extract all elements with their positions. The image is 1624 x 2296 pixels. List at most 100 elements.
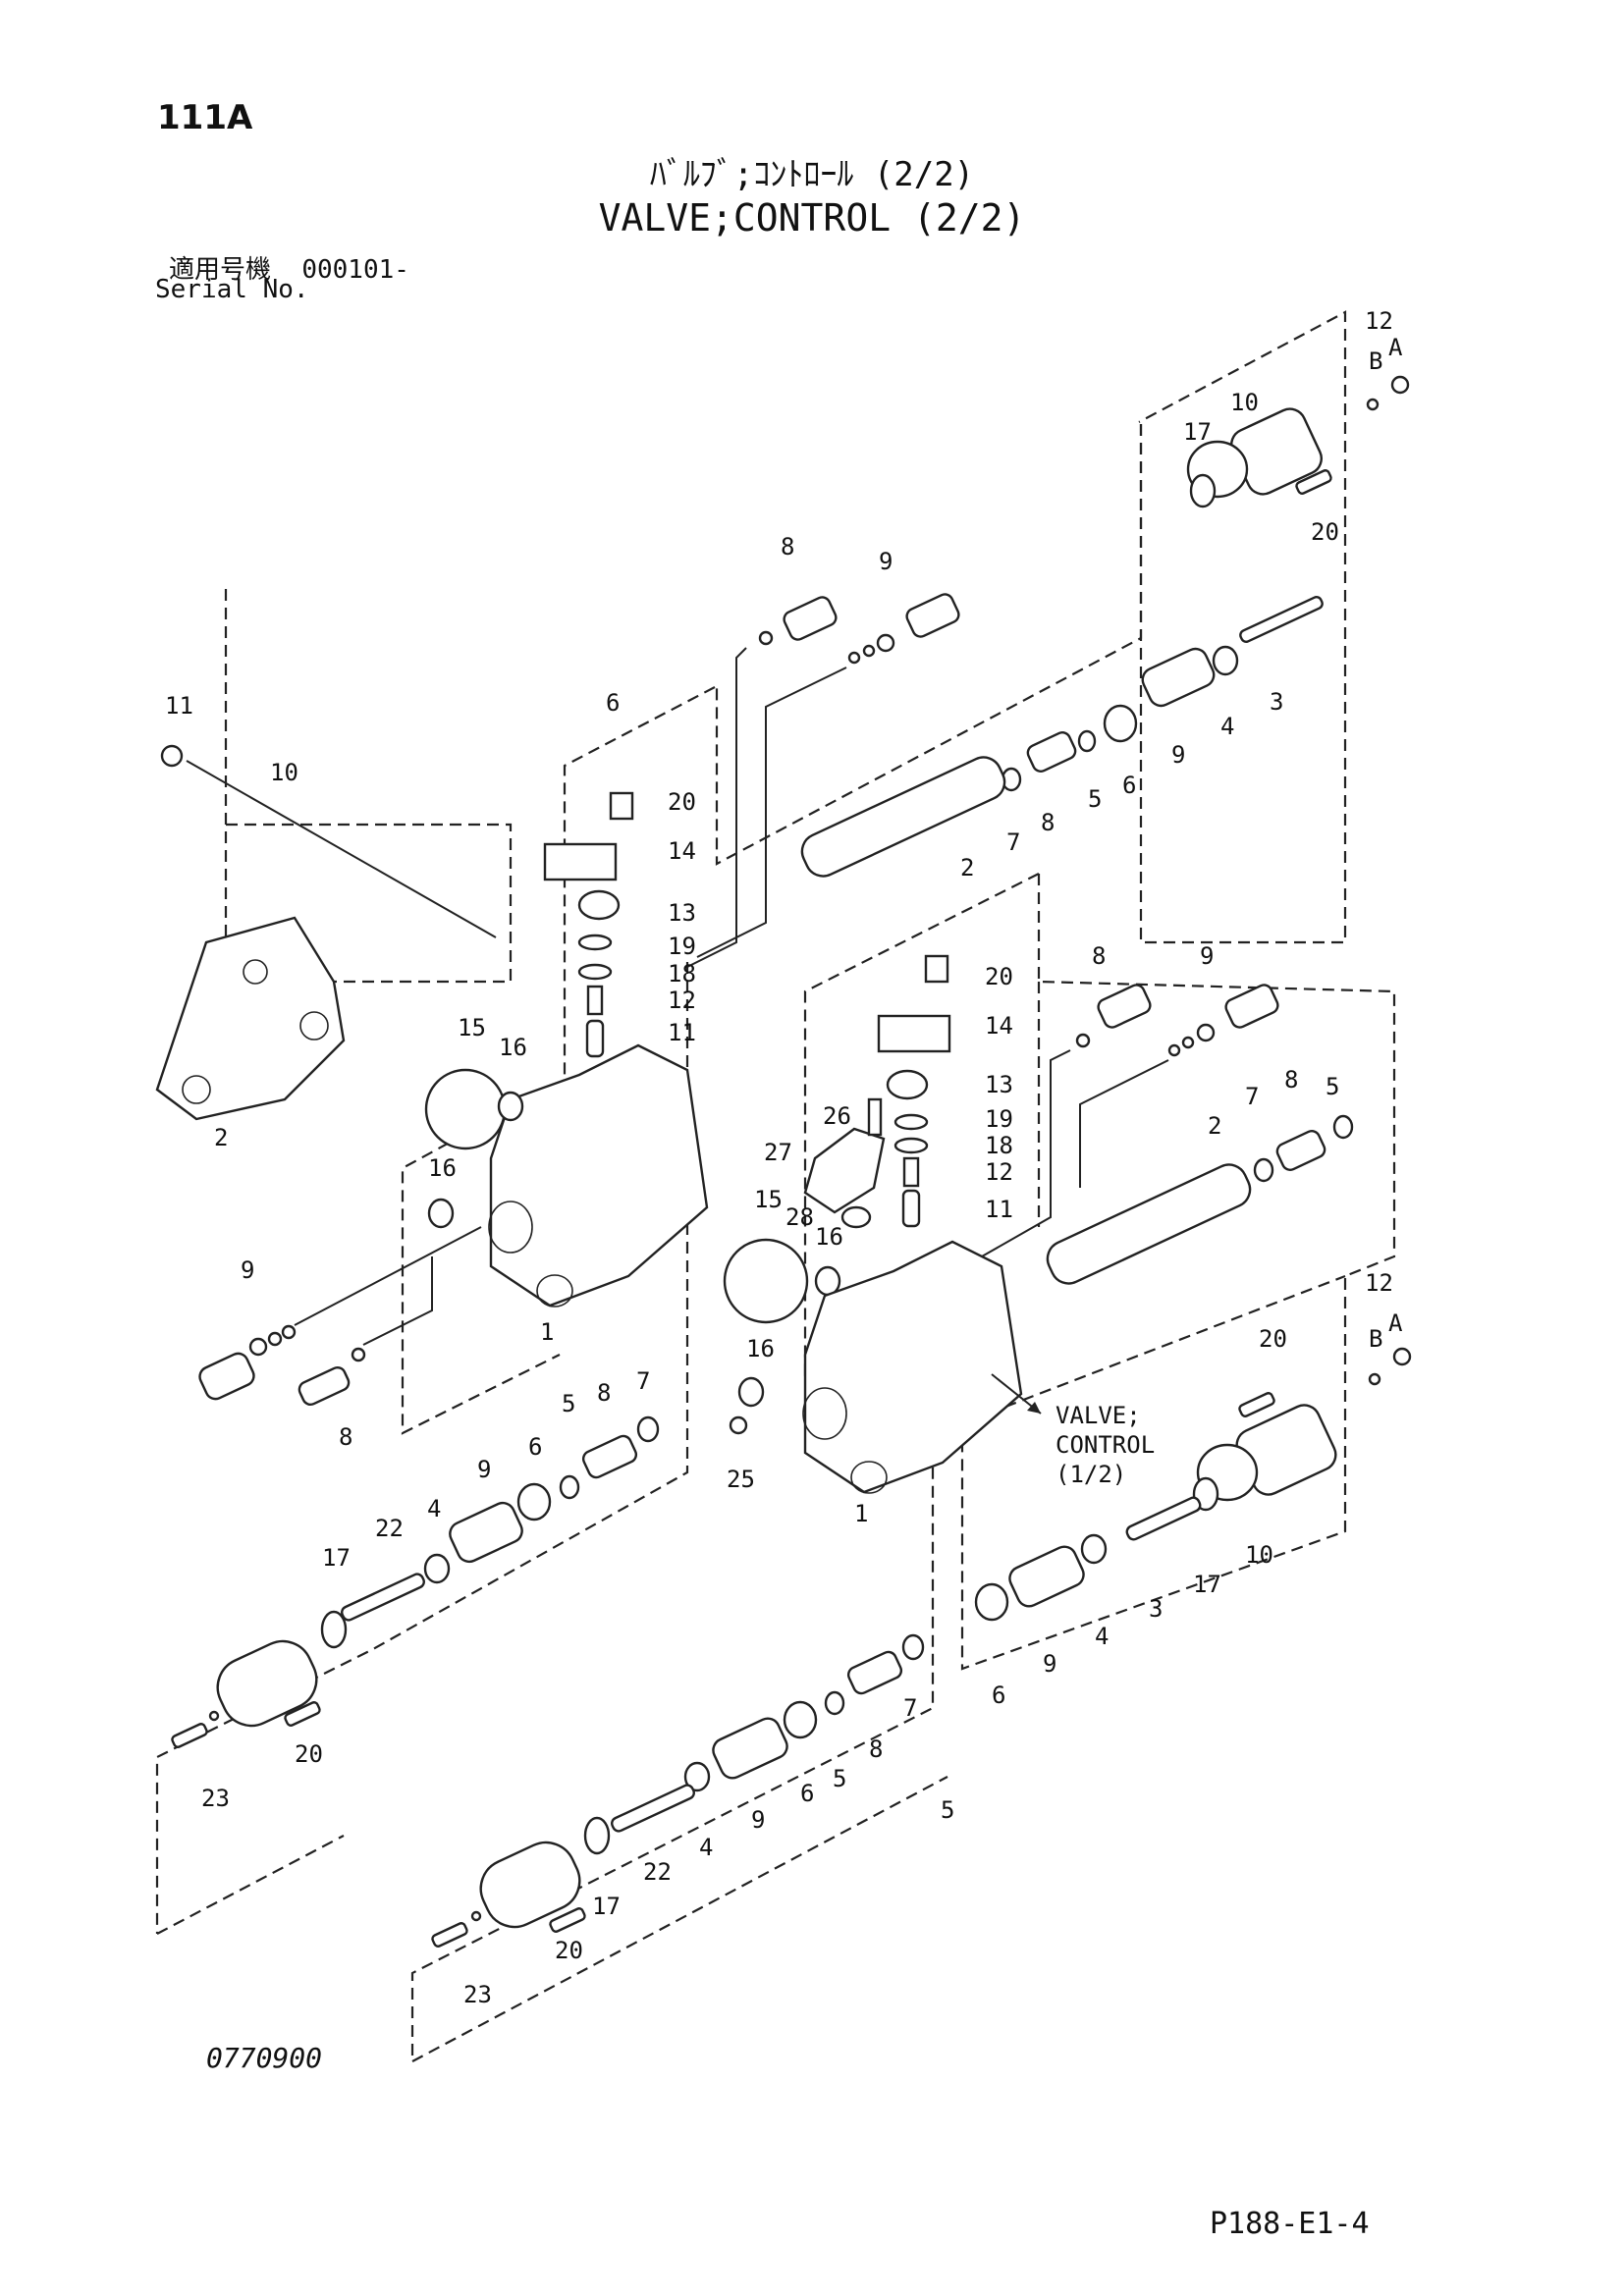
bolt-icon <box>609 791 634 821</box>
callout-label: 12 <box>985 1158 1013 1186</box>
bolt-icon <box>171 1723 208 1748</box>
upper-plugs <box>686 593 960 968</box>
o-ring-icon <box>1189 473 1217 508</box>
washer-icon <box>208 1710 220 1722</box>
callout-label: 7 <box>636 1367 650 1395</box>
bolt-icon <box>549 1907 586 1933</box>
callout-label: 23 <box>201 1785 230 1812</box>
callout-label: 12 <box>1365 1269 1393 1297</box>
o-ring-icon <box>862 644 876 658</box>
callout-label: 8 <box>1092 942 1106 970</box>
callout-label: 8 <box>339 1423 352 1451</box>
callout-label: 22 <box>643 1858 672 1886</box>
port-icon <box>488 1201 533 1254</box>
callout-label: 16 <box>499 1034 527 1061</box>
leader-line <box>981 1049 1071 1257</box>
plug-small-icon <box>729 1415 748 1435</box>
o-ring-icon <box>351 1347 366 1362</box>
spring-icon <box>586 985 604 1016</box>
callout-label: 15 <box>754 1186 783 1213</box>
washer-icon <box>824 1690 845 1716</box>
group-outline-tie-rod <box>226 823 513 984</box>
serial-label-japanese: 適用号機 000101- <box>169 249 409 286</box>
spring-cup-icon <box>974 1582 1009 1622</box>
backup-ring-icon <box>577 963 613 981</box>
lower-right-cluster <box>974 1347 1412 1622</box>
spring-icon <box>1026 731 1077 773</box>
retainer-icon <box>636 1415 660 1443</box>
washer-icon <box>559 1474 580 1500</box>
callout-label: 17 <box>1193 1571 1221 1598</box>
callout-label: 28 <box>785 1203 814 1231</box>
washer-icon <box>1253 1157 1274 1183</box>
port-icon <box>850 1461 888 1494</box>
callout-label: 4 <box>1220 713 1234 740</box>
spring-icon <box>712 1717 788 1780</box>
upper-spring-stack <box>171 1415 660 1748</box>
leader-line <box>696 667 847 958</box>
spring-seat-icon <box>1212 645 1239 676</box>
o-ring-icon <box>1181 1036 1195 1049</box>
solenoid-icon <box>479 1841 581 1929</box>
callout-label: 9 <box>751 1806 765 1834</box>
o-ring-icon <box>1075 1033 1091 1048</box>
callout-label: 1 <box>540 1318 554 1346</box>
bolt-icon <box>924 954 949 984</box>
tie-rod-icon <box>186 760 497 938</box>
backup-ring-icon <box>248 1337 268 1357</box>
serial-label-english: Serial No. <box>155 275 309 304</box>
callout-label: 23 <box>463 1981 492 2008</box>
callout-label: 8 <box>1041 809 1055 836</box>
upper-valve-body <box>198 791 709 1407</box>
plug-icon <box>1224 984 1279 1029</box>
callout-label: 6 <box>992 1682 1005 1709</box>
callout-label: 12 <box>1365 307 1393 335</box>
spring-seat-icon <box>423 1553 451 1584</box>
callout-label: A <box>1388 334 1403 361</box>
callout-label: 5 <box>562 1390 575 1417</box>
callout-label: 9 <box>1171 741 1185 769</box>
callout-label: 13 <box>985 1071 1013 1098</box>
o-ring-icon <box>577 934 613 951</box>
callout-label: 20 <box>295 1740 323 1768</box>
cover-plate-icon <box>803 1127 886 1214</box>
callout-label: 26 <box>823 1102 851 1130</box>
port-icon <box>536 1274 573 1308</box>
poppet-icon <box>585 1019 605 1058</box>
o-ring-large-icon <box>424 1068 507 1150</box>
callout-label: 20 <box>668 788 696 816</box>
spring-icon <box>1275 1130 1326 1171</box>
callout-label: 7 <box>903 1694 917 1722</box>
washer-icon <box>1368 1372 1381 1386</box>
plug-cap-icon <box>886 1069 929 1100</box>
plate-icon <box>543 842 618 881</box>
callout-label: A <box>1388 1309 1403 1337</box>
callout-label: 6 <box>606 689 620 717</box>
o-ring-small-icon <box>497 1091 524 1122</box>
callout-label: 5 <box>941 1796 954 1824</box>
callout-label: 19 <box>985 1105 1013 1133</box>
spring-icon <box>902 1156 920 1188</box>
bolt-hole-icon <box>243 959 268 985</box>
group-outline-upper-spring <box>155 962 689 1934</box>
callout-label: 20 <box>985 963 1013 990</box>
callout-label: 11 <box>985 1196 1013 1223</box>
callout-label: 10 <box>1245 1541 1273 1569</box>
callout-label: 9 <box>477 1456 491 1483</box>
callout-label: 1 <box>854 1500 868 1527</box>
plunger-icon <box>611 1784 695 1833</box>
group-outline-upper-end <box>156 1835 345 1935</box>
plunger-icon <box>1125 1496 1202 1541</box>
o-ring-icon <box>840 1205 872 1229</box>
callout-label: 15 <box>458 1014 486 1041</box>
group-outline-upper-section <box>401 686 716 1435</box>
title-english: VALVE;CONTROL (2/2) <box>598 196 1026 240</box>
reference-note-line: (1/2) <box>1056 1461 1126 1488</box>
group-outlines <box>155 310 1396 2062</box>
callout-label: B <box>1369 347 1382 375</box>
callout-label: 6 <box>528 1433 542 1461</box>
plug-icon <box>783 596 838 641</box>
callout-label: 9 <box>879 548 893 575</box>
callout-label: 5 <box>1326 1073 1339 1100</box>
